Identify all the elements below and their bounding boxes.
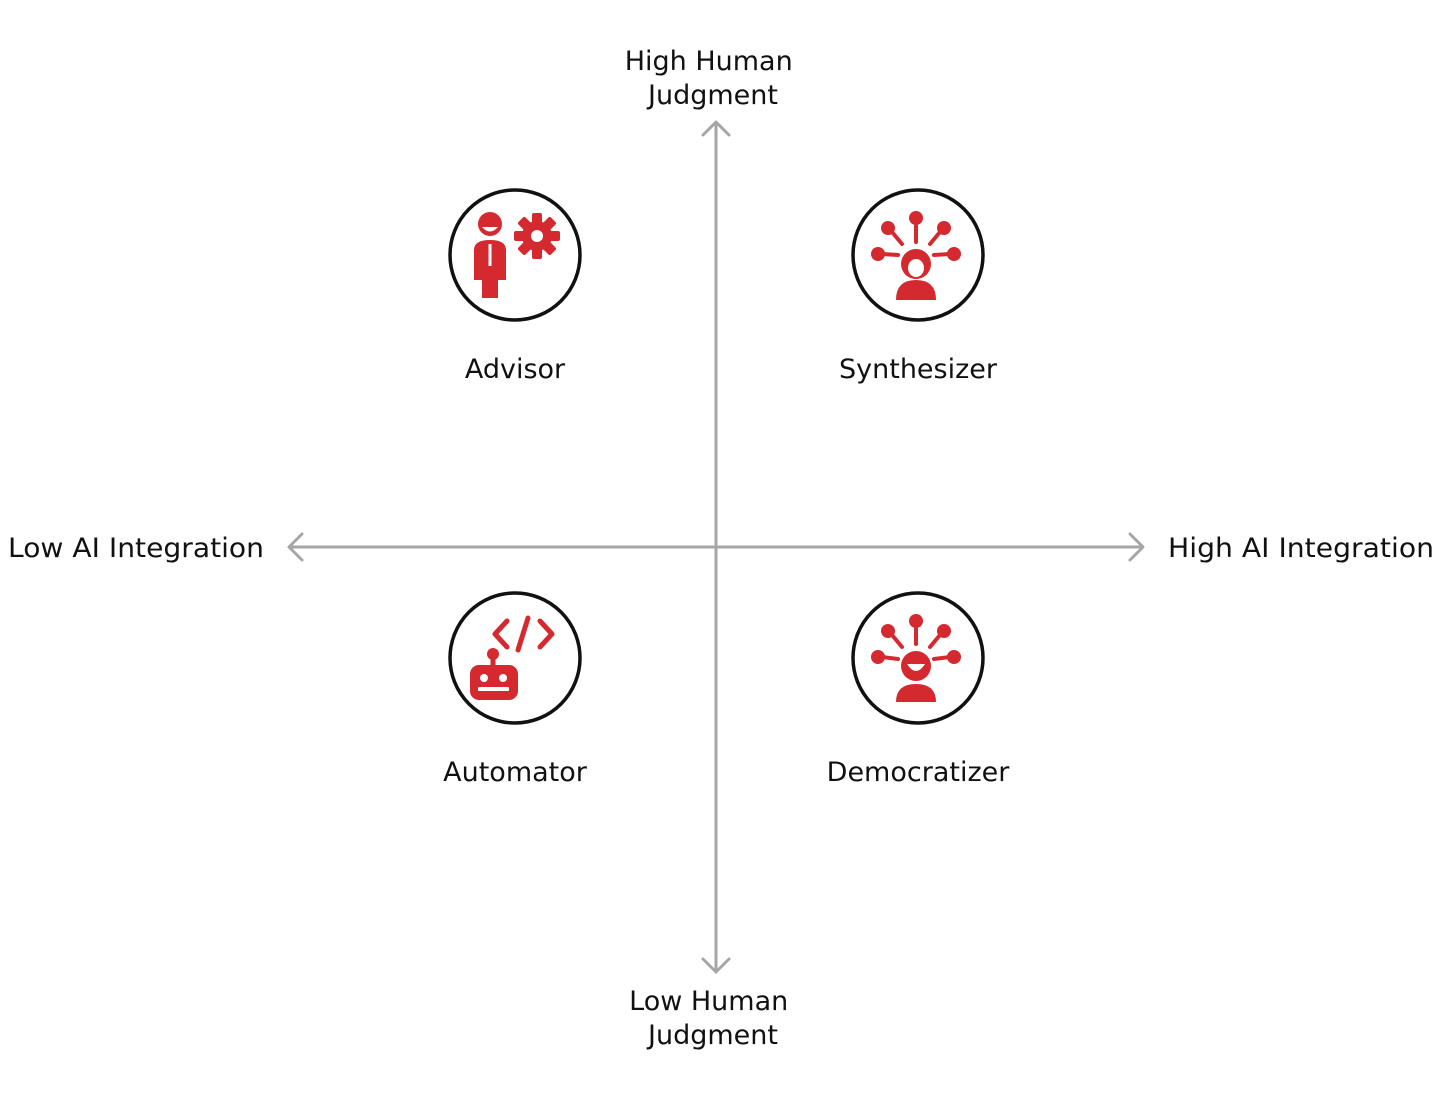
robot-code-icon xyxy=(470,615,555,700)
woman-network-icon xyxy=(871,211,961,300)
democratizer-label: Democratizer xyxy=(827,757,1011,788)
up-arrowhead xyxy=(701,120,731,137)
quadrant-democratizer: Democratizer xyxy=(827,591,1011,788)
quadrant-automator: Automator xyxy=(443,591,588,788)
advisor-ring xyxy=(448,188,582,322)
smiling-person-network-icon xyxy=(871,614,961,702)
automator-label: Automator xyxy=(443,757,588,788)
right-axis-label: High AI Integration xyxy=(1168,533,1434,564)
bottom-axis-label: Low Human Judgment xyxy=(629,986,797,1051)
right-arrowhead xyxy=(1128,532,1145,562)
quadrant-advisor: Advisor xyxy=(448,188,582,385)
bottom-axis-label-line-1: Low Human xyxy=(629,986,788,1017)
top-axis-label-line-1: High Human xyxy=(625,46,793,77)
left-axis-label: Low AI Integration xyxy=(8,533,264,564)
person-gear-icon xyxy=(474,212,560,298)
advisor-label: Advisor xyxy=(465,354,566,385)
automator-ring xyxy=(448,591,582,725)
left-arrowhead xyxy=(287,532,304,562)
top-axis-label: High Human Judgment xyxy=(625,46,802,111)
quadrant-synthesizer: Synthesizer xyxy=(839,188,998,385)
top-axis-label-line-2: Judgment xyxy=(646,80,778,111)
down-arrowhead xyxy=(701,957,731,974)
synthesizer-label: Synthesizer xyxy=(839,354,998,385)
horizontal-axis xyxy=(287,532,1145,562)
bottom-axis-label-line-2: Judgment xyxy=(646,1020,778,1051)
